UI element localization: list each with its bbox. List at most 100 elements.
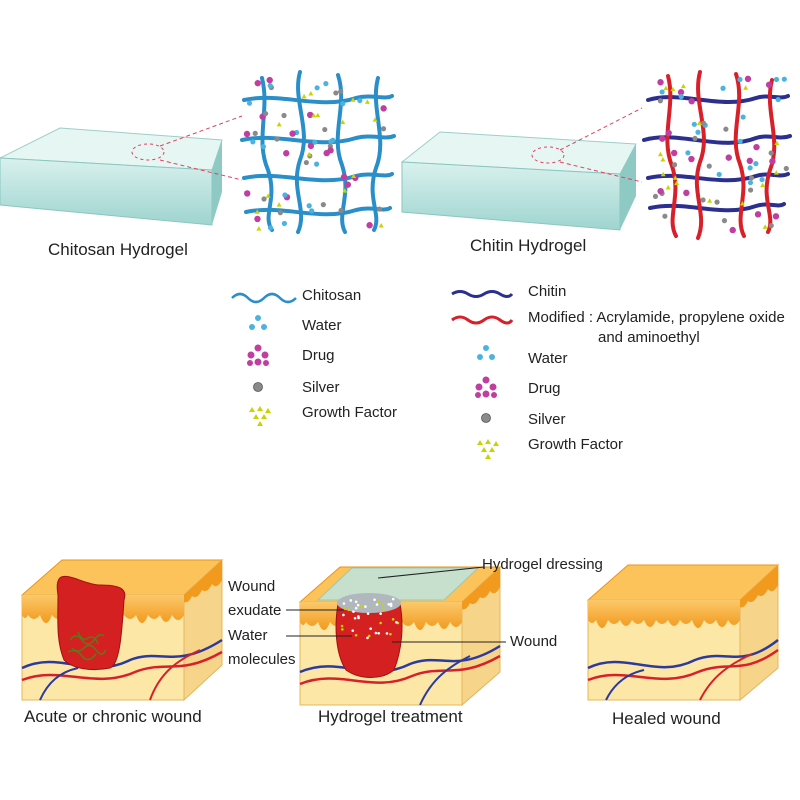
growth-particle [350, 97, 356, 102]
silver-particle [333, 90, 339, 96]
water-molecule-particle [382, 608, 385, 611]
drug-particle [657, 79, 664, 86]
growth-particle [256, 226, 262, 231]
drug-particle [658, 135, 666, 142]
water-molecule-particle [385, 632, 389, 635]
water-molecule-particle [367, 634, 371, 638]
growth-particle [276, 202, 282, 207]
water-molecules-label-2: molecules [228, 651, 296, 668]
silver-particle [262, 110, 269, 117]
silver-particle [261, 196, 267, 202]
drug-particle [677, 89, 685, 96]
growth-particle [760, 182, 766, 188]
drug-particle [670, 149, 678, 157]
drug-particle [306, 111, 314, 119]
water-particle [747, 165, 753, 171]
water-particle [340, 101, 346, 107]
growth-particle [308, 91, 314, 96]
growth-factor-legend-icon [249, 406, 271, 426]
water-particle [357, 97, 363, 104]
legend-drug-label: Drug [528, 380, 561, 397]
water-particle [737, 138, 743, 144]
silver-particle [748, 175, 755, 181]
water-molecule-particle [391, 597, 395, 601]
growth-particle [743, 85, 749, 90]
water-particle [695, 129, 701, 135]
water-molecule-particle [354, 606, 358, 610]
healed-skin-block [586, 563, 780, 702]
silver-particle [252, 130, 258, 136]
water-particle [246, 100, 253, 106]
acute-wound-caption: Acute or chronic wound [24, 707, 202, 726]
silver-particle [274, 136, 280, 142]
silver-particle [320, 202, 326, 208]
drug-particle [729, 226, 736, 234]
growth-particle [315, 112, 321, 118]
growth-particle [660, 171, 666, 177]
growth-particle [670, 86, 676, 92]
growth-particle [739, 200, 745, 206]
silver-particle [277, 210, 283, 216]
water-particle [759, 176, 765, 183]
drug-particle [344, 181, 352, 188]
legend-growth-factor-label: Growth Factor [302, 404, 398, 421]
water-molecule-particle [354, 633, 358, 637]
growth-particle [364, 99, 370, 104]
drug-particle [327, 147, 334, 154]
drug-particle [688, 155, 695, 163]
growth-particle [306, 151, 312, 157]
growth-particle [696, 120, 702, 126]
silver-particle [303, 159, 309, 166]
drug-particle [769, 158, 776, 165]
water-particle [737, 76, 743, 83]
growth-factor-legend-icon [477, 439, 499, 459]
water-particle [773, 76, 780, 83]
drug-particle [340, 173, 348, 181]
water-particle [740, 114, 746, 120]
silver-particle [322, 126, 328, 133]
water-particle [282, 192, 288, 198]
water-molecule-particle [389, 604, 393, 608]
growth-particle [265, 193, 271, 198]
drug-particle [725, 154, 732, 161]
chitin-zoom-line [559, 161, 643, 183]
growth-particle [774, 140, 780, 145]
drug-particle [746, 157, 754, 165]
water-molecule-particle [340, 624, 344, 628]
chitin-network-particles [652, 75, 789, 234]
drug-particle [243, 130, 251, 138]
water-molecule-particle [364, 605, 367, 608]
legend-growth-factor-label: Growth Factor [528, 436, 624, 453]
water-molecule-particle [352, 610, 355, 613]
chitosan-hydrogel-slab [0, 127, 223, 226]
growth-particle [254, 209, 260, 214]
water-molecule-particle [369, 627, 372, 630]
silver-particle [657, 98, 663, 104]
water-particle [678, 93, 684, 100]
chitin-legend-icon [451, 290, 514, 298]
water-particle [775, 96, 781, 103]
drug-particle [754, 211, 762, 218]
silver-particle [671, 162, 678, 168]
drug-legend-icon [247, 344, 269, 366]
water-particle [747, 180, 754, 186]
legend-silver-label: Silver [528, 411, 566, 428]
healed-wound-caption: Healed wound [612, 709, 721, 728]
silver-particle [714, 199, 720, 205]
silver-legend-icon [481, 413, 491, 423]
growth-particle [762, 224, 768, 229]
water-molecule-particle [356, 603, 360, 607]
water-molecule-particle [373, 598, 376, 602]
legend-water-label: Water [302, 317, 342, 334]
chitin-network [642, 70, 792, 240]
water-molecule-particle [377, 632, 381, 635]
growth-particle [276, 121, 282, 127]
water-legend-icon [477, 345, 495, 360]
silver-particle [768, 222, 774, 229]
water-molecule-particle [379, 612, 382, 615]
water-legend-icon [249, 315, 267, 330]
silver-particle [652, 193, 659, 200]
drug-particle [283, 150, 290, 157]
drug-particle [665, 129, 672, 137]
water-molecule-particle [389, 602, 393, 606]
